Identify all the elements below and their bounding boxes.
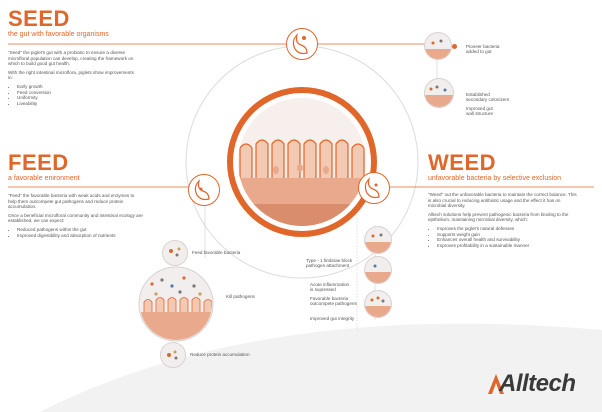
feed-bullet: Improved digestibility and absorption of… xyxy=(17,233,144,239)
pioneer-dot xyxy=(452,44,457,49)
feed-title: FEED xyxy=(8,150,69,175)
alltech-logo-text: Alltech xyxy=(499,370,576,397)
outcompete-illustration xyxy=(364,290,392,318)
feed-para-1: "Feed" the favorable bacteria with weak … xyxy=(8,193,135,210)
seed-bullet: Feed conversion xyxy=(17,90,136,96)
reduce-protein-label: Reduce protein accumulation xyxy=(190,352,250,357)
seed-bullet: Uniformity xyxy=(17,95,136,101)
weed-stomach-icon xyxy=(358,172,390,204)
established-label: Established secondary colonizers xyxy=(466,92,510,103)
alltech-logo-mark-icon xyxy=(488,374,504,394)
feed-bullets: Reduced pathogens within the gut Improve… xyxy=(8,227,144,238)
weed-bullet: Improves profitability in a sustainable … xyxy=(437,243,578,249)
weed-body: "Weed" out the unfavorable bacteria to m… xyxy=(428,192,578,248)
seed-bullet: Early growth xyxy=(17,84,136,90)
gut-integrity-label: Improved gut integrity xyxy=(310,316,355,321)
weed-subtitle: unfavorable bacteria by selective exclus… xyxy=(428,175,562,182)
seed-body: "Seed" the piglet's gut with a probiotic… xyxy=(8,50,136,106)
feed-body: "Feed" the favorable bacteria with weak … xyxy=(8,193,144,238)
inflammation-illustration xyxy=(364,256,392,284)
fimbriae-illustration xyxy=(364,226,392,254)
alltech-logo: Alltech xyxy=(486,370,594,400)
seed-para-1: "Seed" the piglet's gut with a probiotic… xyxy=(8,50,134,67)
inflammation-label: Acute inflammation is supressed xyxy=(310,282,350,293)
seed-bullet: Liveability xyxy=(17,101,136,107)
weed-para-2: Alltech solutions help prevent pathogeni… xyxy=(428,211,569,223)
seed-title: SEED xyxy=(8,6,70,31)
weed-bullet: Improves the piglet's natural defenses xyxy=(437,226,578,232)
seed-stomach-icon xyxy=(286,28,318,60)
reduce-protein-illustration xyxy=(160,342,186,368)
seed-para-2: With the right intestinal microflora, pi… xyxy=(8,69,134,81)
feed-para-2: Once a beneficial microfloral community … xyxy=(8,212,143,224)
weed-bullets: Improves the piglet's natural defenses S… xyxy=(428,226,578,248)
weed-para-1: "Weed" out the unfavorable bacteria to m… xyxy=(428,192,577,209)
seed-bullets: Early growth Feed conversion Uniformity … xyxy=(8,84,136,106)
fimbriae-label: Type - 1 fimbriae block pathogen attachm… xyxy=(306,258,353,269)
outcompete-label: Favorable bacteria outcompete pathogens xyxy=(310,296,357,307)
pioneer-bacteria-illustration xyxy=(424,32,452,60)
kill-pathogens-label: Kill pathogens xyxy=(226,294,255,299)
feed-stomach-icon xyxy=(188,174,220,206)
feed-bullet: Reduced pathogens within the gut xyxy=(17,227,144,233)
weed-bullet: Enhances overall health and survivabilit… xyxy=(437,237,578,243)
gut-wall-label: Improved gut wall structure xyxy=(466,106,494,117)
feed-bacteria-illustration xyxy=(162,240,188,266)
feed-subtitle: a favorable enironment xyxy=(8,175,80,182)
pioneer-label: Pioneer bacteria added to gut xyxy=(466,44,500,55)
kill-pathogens-illustration xyxy=(138,266,214,342)
gut-cross-section xyxy=(227,87,377,237)
feed-bacteria-label: Feed favorable bacteria xyxy=(192,250,241,255)
established-colonizers-illustration xyxy=(424,78,454,108)
weed-bullet: Supports weight gain xyxy=(437,232,578,238)
weed-title: WEED xyxy=(428,150,496,175)
seed-subtitle: the gut with favorable organisms xyxy=(8,31,109,38)
